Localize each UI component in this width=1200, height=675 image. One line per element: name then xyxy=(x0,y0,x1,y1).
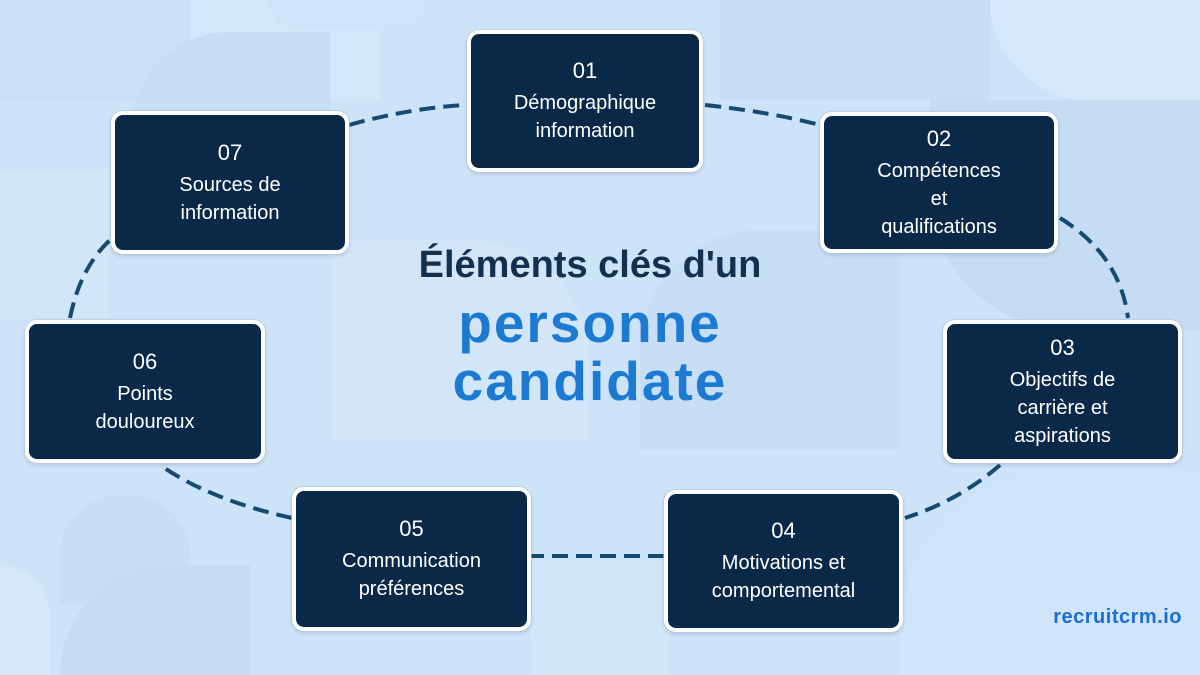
card-label-line: préférences xyxy=(358,578,465,600)
card-number: 01 xyxy=(572,58,598,83)
card-label-line: Motivations et xyxy=(721,552,846,574)
card-label-line: information xyxy=(535,120,635,142)
card-07-information-sources: 07 Sources de information xyxy=(111,111,349,254)
card-number: 03 xyxy=(1050,334,1075,360)
card-label-line: carrière et xyxy=(1017,396,1108,419)
card-number: 07 xyxy=(217,139,243,165)
card-number: 02 xyxy=(926,125,952,151)
card-06-pain-points: 06 Points douloureux xyxy=(25,320,265,463)
card-02-skills-qualifications: 02 Compétences et qualifications xyxy=(820,112,1058,253)
card-01-demographic-information: 01 Démographique information xyxy=(467,30,703,172)
card-03-career-goals: 03 Objectifs de carrière et aspirations xyxy=(943,320,1182,463)
card-number: 06 xyxy=(132,348,158,374)
card-label-line: information xyxy=(180,201,280,224)
title-line-2: personne xyxy=(458,292,722,354)
bg-tile xyxy=(640,230,900,450)
card-label-line: Objectifs de xyxy=(1009,368,1116,391)
card-label-line: comportemental xyxy=(711,580,856,602)
title-line-3: candidate xyxy=(452,350,728,412)
bg-tile xyxy=(720,0,990,100)
card-label-line: douloureux xyxy=(95,410,195,433)
connector-06-07 xyxy=(68,238,112,319)
card-label-line: et xyxy=(930,187,948,210)
card-label-line: Points xyxy=(117,382,173,405)
card-label-line: qualifications xyxy=(881,215,997,238)
bg-tile xyxy=(530,560,670,675)
bg-tile xyxy=(0,170,110,320)
title-line-1: Éléments clés d'un xyxy=(418,244,762,286)
card-label-line: aspirations xyxy=(1014,424,1111,447)
connector-01-02 xyxy=(704,103,821,127)
card-04-motivations-behavior: 04 Motivations et comportemental xyxy=(664,490,903,632)
connector-07-01 xyxy=(348,103,467,127)
bg-tile xyxy=(270,0,430,30)
connector-03-04 xyxy=(904,463,1002,520)
card-label-line: Sources de xyxy=(179,173,281,196)
card-number: 05 xyxy=(399,516,424,541)
center-title: Éléments clés d'un personne candidate xyxy=(370,240,810,410)
bg-tile xyxy=(330,240,590,440)
card-number: 04 xyxy=(771,518,796,543)
brand-logo-text: recruitcrm.io xyxy=(1053,606,1182,628)
card-05-communication-preferences: 05 Communication préférences xyxy=(292,487,531,631)
card-label-line: Communication xyxy=(342,550,481,572)
connector-05-06 xyxy=(158,463,293,520)
connector-02-03 xyxy=(1058,216,1130,319)
card-label-line: Compétences xyxy=(877,159,1001,182)
card-label-line: Démographique xyxy=(513,92,657,114)
